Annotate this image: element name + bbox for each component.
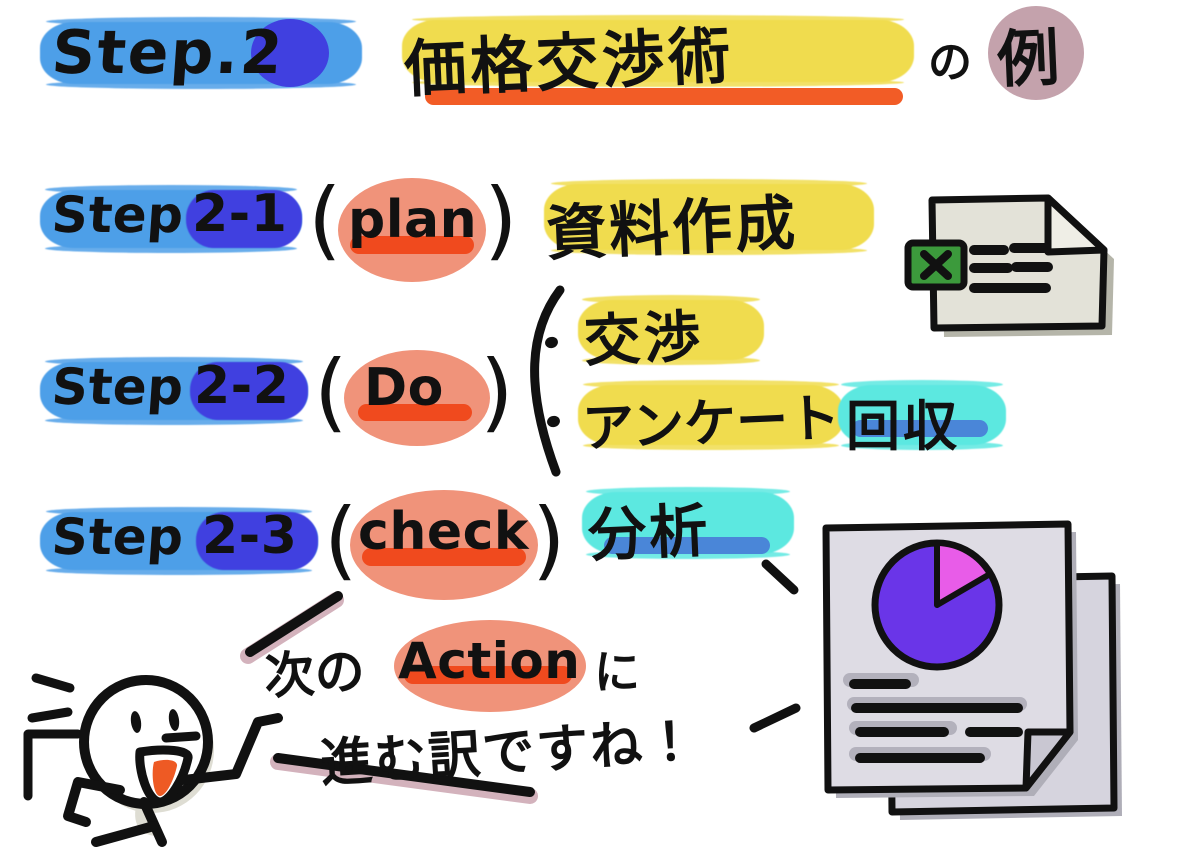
row2-bullet2-suffix-text: 回収 — [846, 395, 960, 458]
row3-step-label: Step — [49, 508, 186, 566]
row1-task-text: 資料作成 — [544, 188, 800, 270]
row2-bullet2-highlight — [578, 380, 844, 450]
row2-phase-ellipse — [344, 350, 490, 446]
emphasis-tick-right — [760, 559, 810, 600]
row2-step-label: Step — [49, 358, 186, 416]
row1-number-highlight — [186, 190, 302, 248]
row2-paren-open: ( — [314, 342, 348, 442]
speech-line1-post: に — [594, 645, 641, 699]
row3-step-number: 2-3 — [202, 506, 298, 566]
speech-line1-accent: Action — [398, 632, 581, 690]
pie-chart-icon — [871, 539, 1003, 671]
speech-bracket-right — [748, 700, 808, 740]
row3-task-text: 分析 — [586, 496, 712, 570]
row2-bullet2-suffix-bar — [852, 420, 988, 437]
emphasis-stroke-upper — [232, 590, 352, 670]
grouping-brace — [512, 285, 582, 477]
title-number-circle — [251, 19, 329, 87]
speech-line1-pre: 次の — [262, 641, 367, 707]
title-no-particle: の — [928, 37, 973, 88]
row1-paren-close: ) — [484, 170, 518, 270]
title-main-highlight — [402, 15, 914, 87]
report-document-icon — [812, 500, 1192, 840]
row3-task-bar — [604, 537, 770, 554]
stick-figure-character — [24, 630, 314, 847]
row3-phase-label: check — [358, 502, 530, 562]
row3-paren-close: ) — [532, 490, 566, 590]
title-example-text: 例 — [995, 20, 1062, 97]
title-step-label: Step.2 — [49, 18, 287, 88]
emphasis-stroke-lower — [268, 750, 548, 810]
row2-number-highlight — [190, 362, 308, 420]
speech-bracket-left — [20, 722, 90, 802]
row2-phase-bar — [358, 404, 472, 421]
title-underline-bar — [425, 88, 903, 105]
row1-paren-open: ( — [308, 170, 342, 270]
row2-phase-label: Do — [364, 358, 444, 418]
row1-phase-bar — [350, 236, 474, 254]
excel-document-icon — [898, 178, 1128, 338]
row1-phase-label: plan — [348, 190, 478, 250]
row3-number-highlight — [196, 512, 318, 570]
row1-task-highlight — [544, 179, 874, 255]
title-main-text: 価格交渉術 — [402, 18, 736, 107]
row2-paren-close: ) — [480, 342, 514, 442]
row1-step-label: Step — [49, 186, 186, 244]
row1-step-number: 2-1 — [192, 184, 288, 244]
speech-line2: 進む訳ですね！ — [318, 711, 700, 795]
row3-phase-bar — [362, 548, 526, 566]
speech-action-bar — [404, 666, 572, 684]
row3-paren-open: ( — [324, 490, 358, 590]
row2-bullet2-text: アンケート — [581, 388, 842, 460]
row1-phase-ellipse — [338, 178, 486, 282]
row2-step-number: 2-2 — [194, 356, 290, 416]
row2-bullet1-text: 交渉 — [582, 304, 706, 375]
title-example-circle — [988, 6, 1084, 100]
row3-phase-ellipse — [350, 490, 538, 600]
row2-bullet1-highlight — [578, 295, 764, 365]
